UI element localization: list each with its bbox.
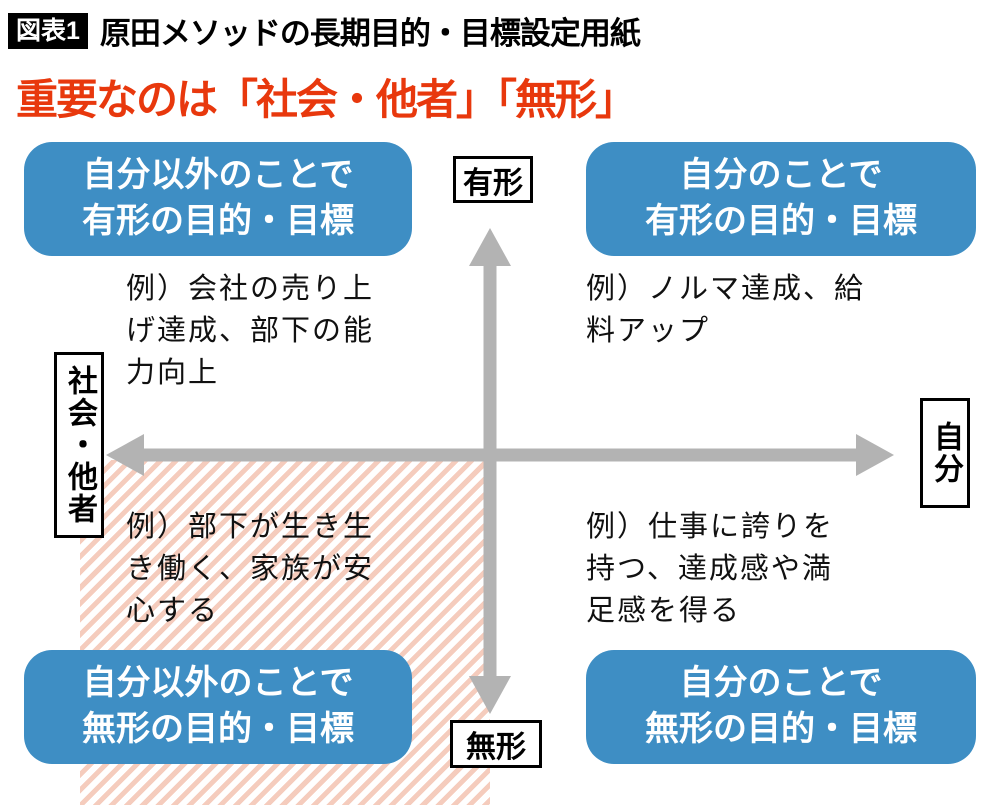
arrowhead-right-icon bbox=[856, 434, 894, 476]
figure-title: 原田メソッドの長期目的・目標設定用紙 bbox=[99, 16, 641, 51]
vertical-axis-line bbox=[483, 262, 497, 682]
quadrant-box-top-right: 自分のことで 有形の目的・目標 bbox=[586, 142, 976, 256]
example-bottom-left: 例）部下が生き生 き働く、家族が安 心する bbox=[126, 511, 375, 628]
arrowhead-down-icon bbox=[469, 676, 511, 714]
example-bottom-right: 例）仕事に誇りを 持つ、達成感や満 足感を得る bbox=[586, 511, 835, 628]
quadrant-box-top-left: 自分以外のことで 有形の目的・目標 bbox=[24, 142, 412, 256]
arrowhead-left-icon bbox=[106, 434, 144, 476]
example-top-left: 例）会社の売り上 げ達成、部下の能 力向上 bbox=[126, 273, 375, 390]
axis-label-society-others: 社会・他者 bbox=[54, 352, 104, 538]
axis-label-intangible: 無形 bbox=[450, 720, 542, 768]
axis-label-tangible: 有形 bbox=[453, 156, 533, 203]
quadrant-box-bottom-left: 自分以外のことで 無形の目的・目標 bbox=[24, 650, 412, 764]
arrowhead-up-icon bbox=[469, 228, 511, 266]
horizontal-axis-line bbox=[138, 448, 862, 462]
quadrant-box-bottom-right: 自分のことで 無形の目的・目標 bbox=[586, 650, 976, 764]
figure-headline: 重要なのは「社会・他者」「無形」 bbox=[16, 76, 637, 123]
example-top-right: 例）ノルマ達成、給 料アップ bbox=[586, 273, 866, 348]
figure-tag: 図表1 bbox=[8, 12, 88, 49]
axis-label-self: 自分 bbox=[920, 398, 970, 508]
figure-header: 図表1 原田メソッドの長期目的・目標設定用紙 bbox=[8, 8, 641, 53]
